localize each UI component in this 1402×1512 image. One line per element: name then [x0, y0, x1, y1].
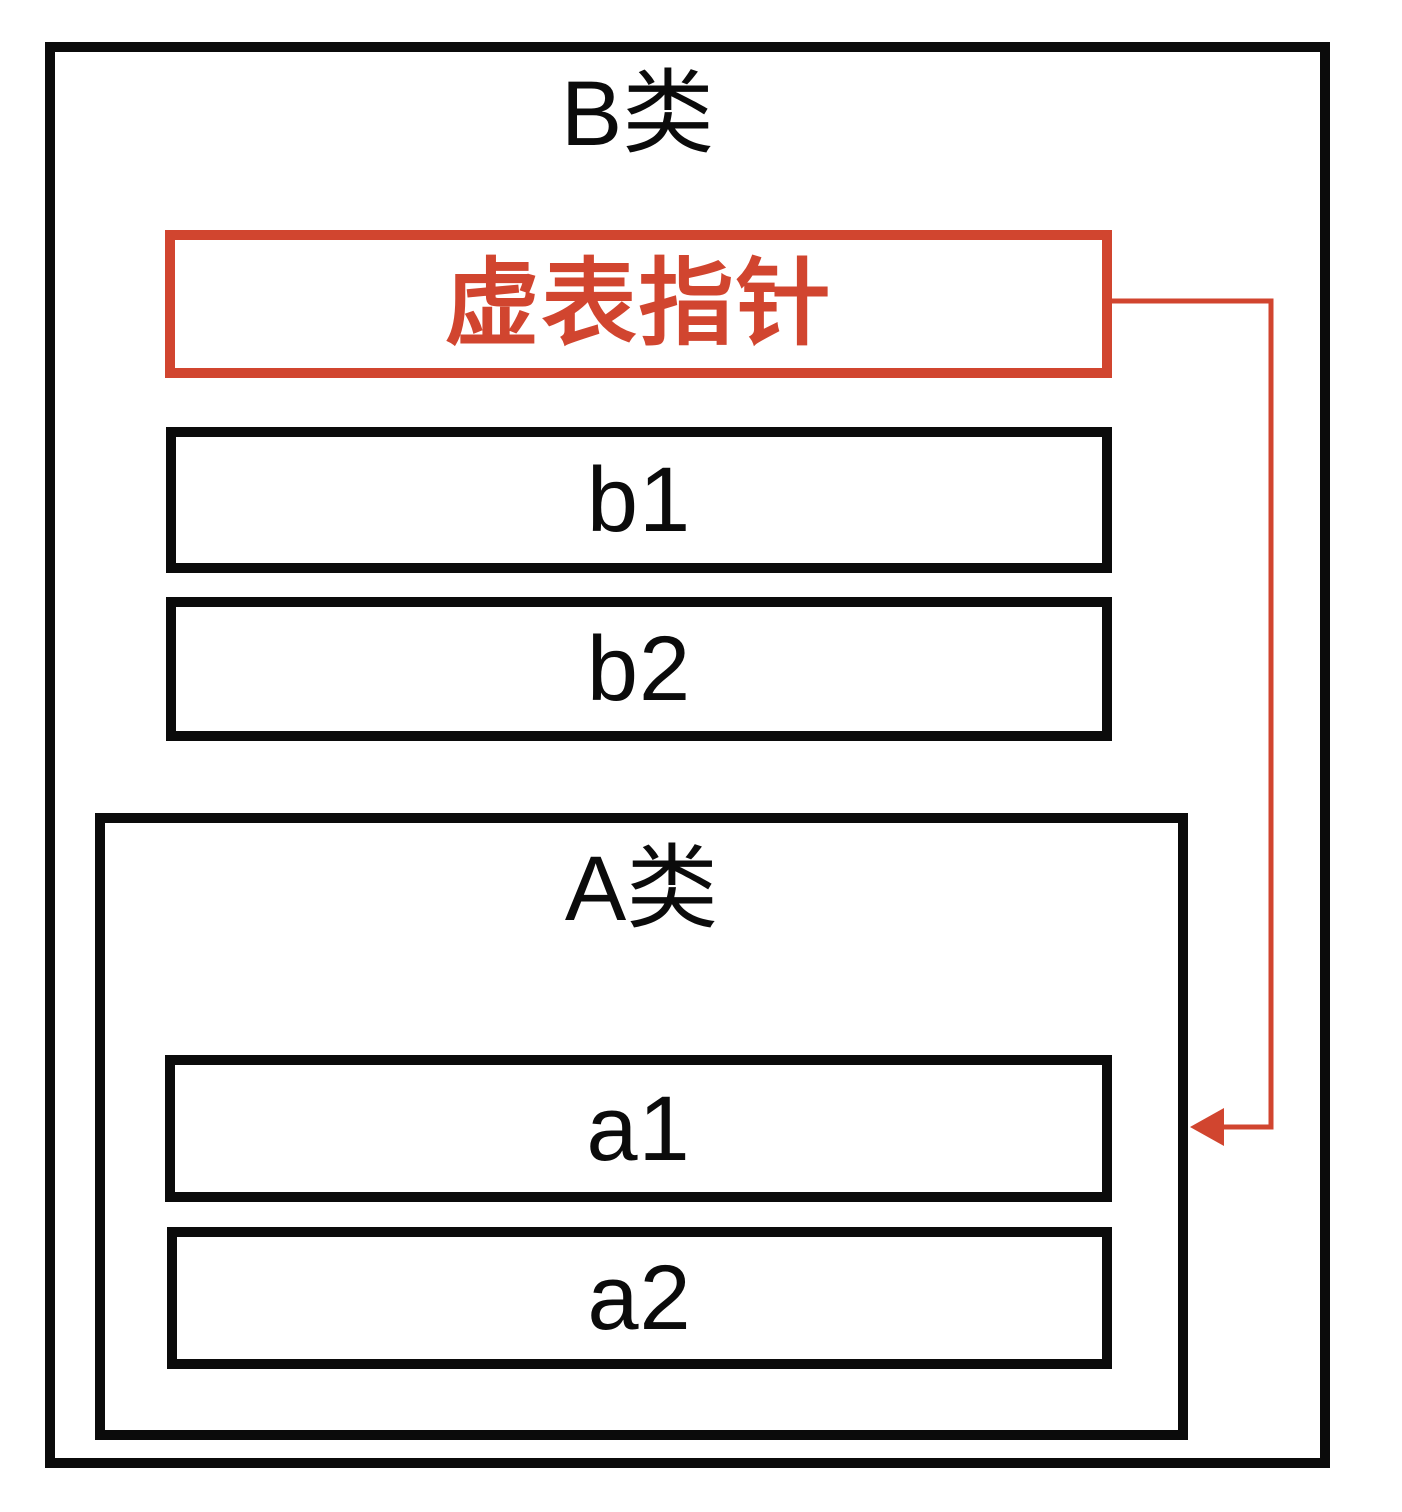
class-b-box [45, 42, 1330, 1468]
member-b2-label: b2 [586, 618, 692, 720]
vptr-box: 虚表指针 [165, 230, 1112, 378]
member-b1-box: b1 [166, 427, 1112, 573]
member-a1-box: a1 [165, 1055, 1112, 1202]
member-a1-label: a1 [586, 1077, 691, 1180]
class-b-title: B类 [560, 63, 715, 165]
member-b2-box: b2 [166, 597, 1112, 741]
vptr-label: 虚表指针 [444, 250, 833, 357]
member-a2-label: a2 [587, 1247, 692, 1349]
class-a-title: A类 [564, 838, 719, 940]
member-b1-label: b1 [586, 449, 692, 551]
member-a2-box: a2 [167, 1227, 1112, 1369]
